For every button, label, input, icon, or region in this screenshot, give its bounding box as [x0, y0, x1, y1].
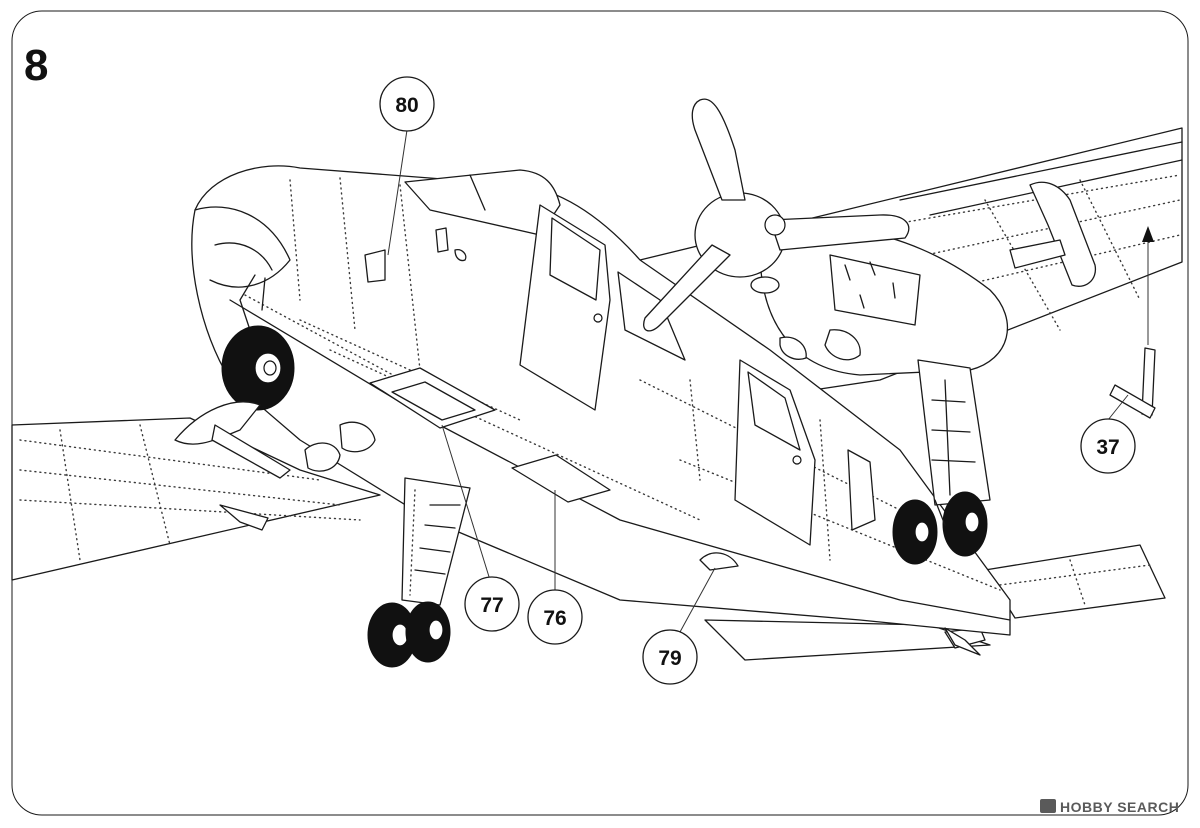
watermark: HOBBY SEARCH [1040, 799, 1179, 815]
main-gear-right [892, 359, 991, 565]
callout-79: 79 [642, 567, 716, 685]
scoop-79 [699, 552, 739, 571]
callout-76: 76 [527, 490, 583, 645]
right-engine [643, 98, 1009, 376]
arrow-up-icon [1142, 226, 1154, 242]
hatch-76 [511, 454, 611, 503]
page-frame [11, 10, 1189, 816]
callout-37-label: 37 [1096, 436, 1119, 459]
callout-79-label: 79 [658, 647, 681, 670]
left-engine [174, 401, 376, 479]
main-gear-left [367, 477, 471, 668]
callout-80-label: 80 [395, 94, 418, 117]
left-wing [11, 417, 381, 581]
fuselage [191, 165, 1011, 656]
nose-gear [221, 274, 295, 411]
part-37-piece [1109, 226, 1156, 419]
tail-plane [704, 544, 1166, 661]
step-number: 8 [24, 41, 48, 90]
callout-77: 77 [441, 424, 520, 632]
callout-37: 37 [1080, 394, 1136, 474]
callout-80: 80 [379, 76, 435, 256]
watermark-logo-icon [1040, 799, 1056, 813]
callout-76-label: 76 [543, 607, 566, 630]
aircraft-illustration [11, 98, 1183, 668]
watermark-text: HOBBY SEARCH [1060, 799, 1179, 815]
callout-77-label: 77 [480, 594, 503, 617]
